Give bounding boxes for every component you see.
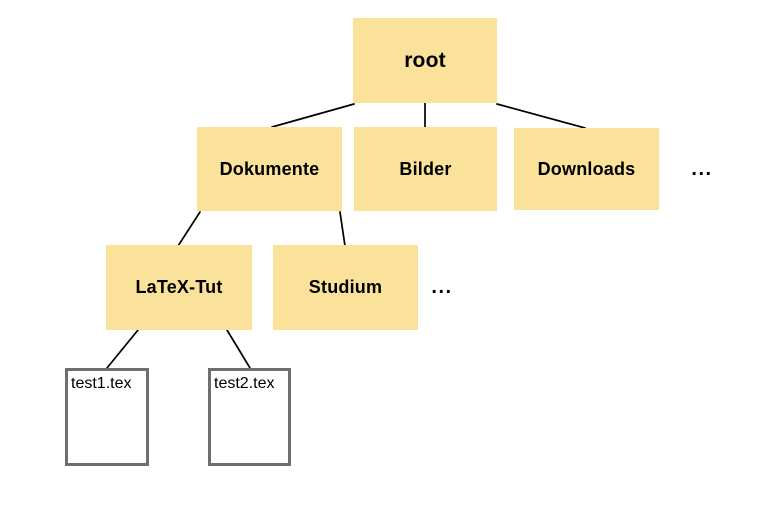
tree-node-file-test2-label: test2.tex: [214, 375, 275, 392]
edge-dokumente-latex-tut: [177, 211, 201, 247]
tree-node-root: root: [353, 18, 497, 103]
tree-node-downloads-label: Downloads: [537, 158, 636, 179]
tree-node-file-test1: test1.tex: [65, 368, 149, 466]
tree-node-file-test1-label: test1.tex: [71, 375, 132, 392]
ellipsis-more-folders-level2: ...: [691, 158, 713, 180]
ellipsis-more-folders-level3: ...: [431, 276, 453, 298]
edge-dokumente-studium: [339, 211, 346, 247]
tree-node-bilder: Bilder: [354, 127, 497, 211]
tree-node-root-label: root: [404, 48, 446, 72]
edge-latex-tut-test1: [106, 329, 139, 369]
tree-node-bilder-label: Bilder: [399, 158, 452, 179]
tree-node-file-test2: test2.tex: [208, 368, 291, 466]
edge-latex-tut-test2: [226, 329, 251, 369]
tree-node-studium-label: Studium: [308, 277, 383, 297]
tree-node-dokumente-label: Dokumente: [219, 158, 320, 179]
tree-node-latex-tut-label: LaTeX-Tut: [135, 277, 223, 297]
tree-node-studium: Studium: [273, 245, 418, 330]
tree-node-dokumente: Dokumente: [197, 127, 342, 211]
edge-root-downloads: [496, 103, 586, 129]
tree-node-latex-tut: LaTeX-Tut: [106, 245, 252, 330]
tree-node-downloads: Downloads: [514, 128, 659, 210]
edge-root-dokumente: [271, 103, 355, 128]
